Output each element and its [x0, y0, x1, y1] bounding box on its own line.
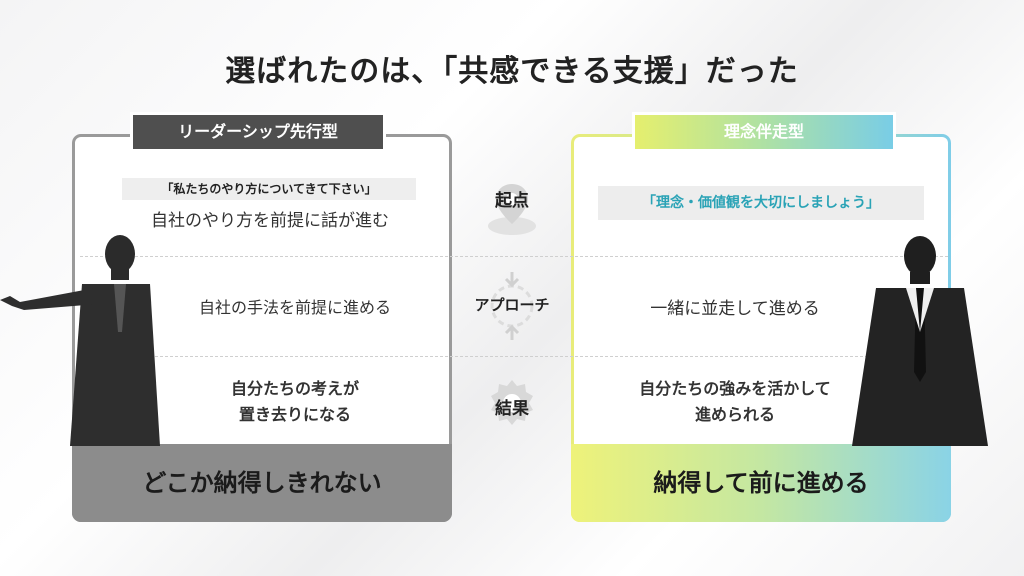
right-panel-label: 理念伴走型 — [632, 112, 896, 158]
row-divider — [80, 356, 948, 357]
pointing-businessman-silhouette — [0, 235, 160, 446]
row-divider — [80, 256, 948, 257]
right-approach-text: 一緒に並走して進める — [650, 299, 820, 319]
right-outcome: 納得して前に進める — [571, 444, 951, 522]
left-result-line2: 置き去りになる — [238, 405, 351, 424]
left-quote: 「私たちのやり方についてきて下さい」 — [122, 178, 416, 200]
right-result-text: 自分たちの強みを活かして 進められる — [585, 376, 885, 428]
right-result-line2: 進められる — [694, 405, 775, 424]
standing-businessman-silhouette — [852, 236, 988, 446]
left-result-line1: 自分たちの考えが — [230, 379, 359, 398]
gear-result-icon — [491, 380, 533, 425]
left-approach-text: 自社の手法を前提に進める — [198, 298, 391, 317]
left-outcome: どこか納得しきれない — [72, 444, 452, 522]
page-title: 選ばれたのは、「共感できる支援」だった — [225, 54, 799, 89]
left-label-text: リーダーシップ先行型 — [133, 115, 383, 149]
left-panel-label: リーダーシップ先行型 — [130, 112, 386, 158]
right-quote: 「理念・価値観を大切にしましょう」 — [598, 186, 924, 220]
right-label-text: 理念伴走型 — [635, 115, 893, 149]
approach-arrows-icon — [490, 272, 534, 340]
left-result-text: 自分たちの考えが 置き去りになる — [150, 376, 440, 428]
right-result-line1: 自分たちの強みを活かして — [639, 379, 831, 398]
middle-label-start: 起点 — [495, 191, 529, 211]
middle-label-approach: アプローチ — [474, 296, 550, 314]
location-pin-icon — [488, 184, 536, 235]
left-start-text: 自社のやり方を前提に話が進む — [151, 211, 389, 231]
middle-label-result: 結果 — [495, 399, 529, 419]
